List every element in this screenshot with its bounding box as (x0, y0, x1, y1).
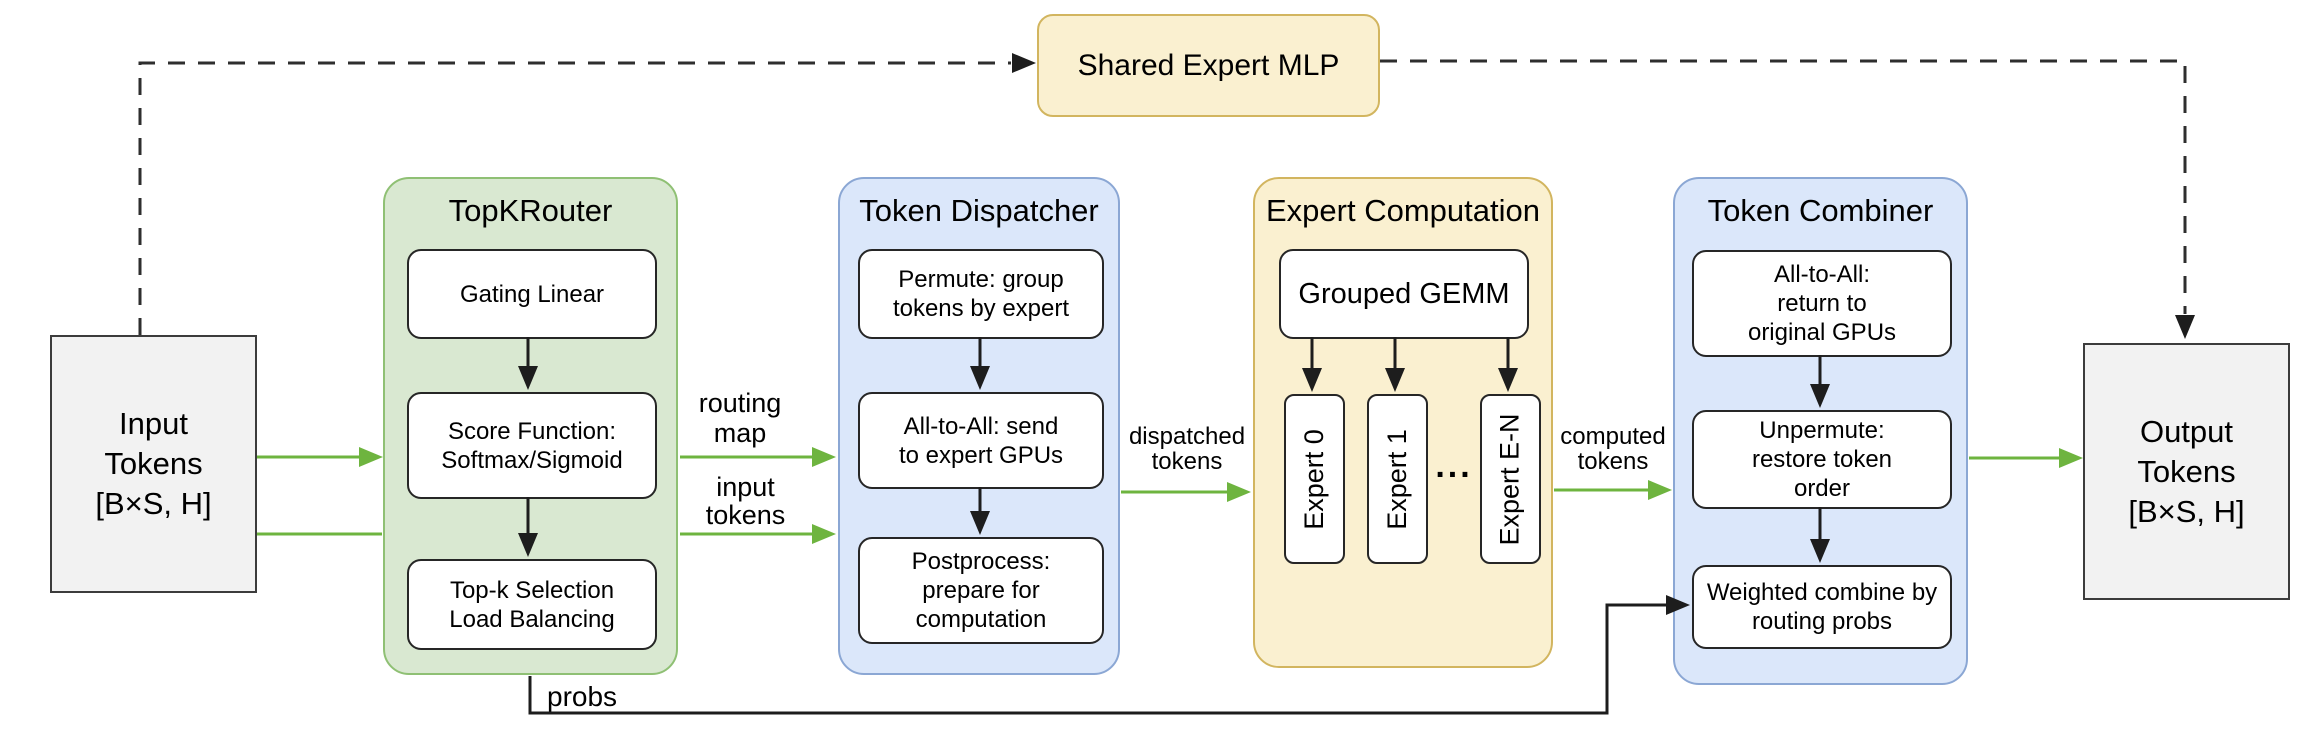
all-to-all-send-step: All-to-All: send to expert GPUs (858, 392, 1104, 489)
edge-input-to-router (257, 447, 383, 467)
expert-1-label: Expert 1 (1382, 428, 1412, 530)
permute-step: Permute: group tokens by expert (858, 249, 1104, 339)
computed-tokens-label: computed tokens (1560, 423, 1666, 475)
shared-expert-mlp-node: Shared Expert MLP (1037, 14, 1380, 117)
postprocess-step: Postprocess: prepare for computation (858, 537, 1104, 644)
grouped-gemm-step: Grouped GEMM (1279, 249, 1529, 339)
weighted-combine-step: Weighted combine by routing probs (1692, 565, 1952, 649)
expert-0-label: Expert 0 (1299, 428, 1329, 530)
gating-linear-step: Gating Linear (407, 249, 657, 339)
token-dispatcher-container: Token Dispatcher Permute: group tokens b… (838, 177, 1120, 675)
output-tokens-node: Output Tokens [B×S, H] (2083, 343, 2290, 600)
expert-en-label: Expert E-N (1495, 412, 1526, 546)
edge-dispatcher-to-experts (1121, 482, 1251, 502)
expert-0-box: Expert 0 (1284, 394, 1345, 564)
token-combiner-title: Token Combiner (1707, 193, 1934, 228)
dispatched-tokens-label: dispatched tokens (1128, 423, 1246, 475)
topk-router-title: TopKRouter (448, 193, 613, 228)
unpermute-step: Unpermute: restore token order (1692, 410, 1952, 509)
score-function-step: Score Function: Softmax/Sigmoid (407, 392, 657, 499)
all-to-all-return-step: All-to-All: return to original GPUs (1692, 250, 1952, 357)
expert-computation-container: Expert Computation Grouped GEMM Expert 0… (1253, 177, 1553, 668)
expert-en-box: Expert E-N (1480, 394, 1541, 564)
input-tokens-node: Input Tokens [B×S, H] (50, 335, 257, 593)
edge-router-to-dispatcher-routing-map (680, 447, 836, 467)
experts-ellipsis: ... (1435, 446, 1473, 485)
topk-router-container: TopKRouter Gating Linear Score Function:… (383, 177, 678, 675)
input-tokens-label: input tokens (705, 472, 786, 530)
token-dispatcher-title: Token Dispatcher (859, 193, 1099, 228)
token-combiner-container: Token Combiner All-to-All: return to ori… (1673, 177, 1968, 685)
edge-experts-to-combiner (1554, 480, 1672, 500)
expert-1-box: Expert 1 (1367, 394, 1428, 564)
routing-map-label: routing map (698, 388, 782, 448)
probs-label: probs (547, 681, 618, 712)
edge-combiner-to-output (1969, 448, 2083, 468)
topk-selection-step: Top-k Selection Load Balancing (407, 559, 657, 650)
expert-computation-title: Expert Computation (1266, 193, 1540, 228)
